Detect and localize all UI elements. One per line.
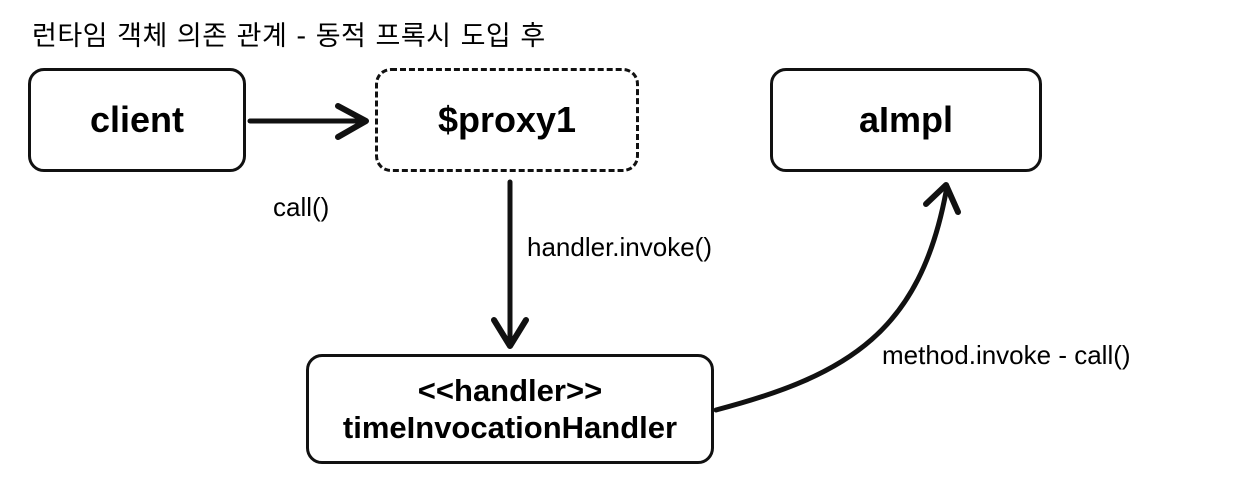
edge-label-handler-invoke: handler.invoke() (527, 232, 712, 262)
edge-label-call: call() (273, 192, 330, 222)
edge-label-method-invoke: method.invoke - call() (882, 340, 1131, 370)
node-proxy-label: $proxy1 (437, 99, 577, 140)
node-client: client (28, 68, 246, 172)
node-aimpl: aImpl (770, 68, 1042, 172)
node-aimpl-label: aImpl (858, 99, 954, 140)
arrow-handler-to-impl (713, 182, 961, 413)
node-handler-name: timeInvocationHandler (342, 410, 678, 445)
node-client-label: client (89, 99, 185, 140)
arrow-client-to-proxy (247, 103, 369, 140)
arrow-proxy-to-handler (491, 179, 529, 349)
node-handler: <<handler>> timeInvocationHandler (306, 354, 714, 464)
node-proxy: $proxy1 (375, 68, 639, 172)
diagram-title: 런타임 객체 의존 관계 - 동적 프록시 도입 후 (32, 21, 546, 52)
node-handler-stereotype: <<handler>> (417, 372, 603, 408)
